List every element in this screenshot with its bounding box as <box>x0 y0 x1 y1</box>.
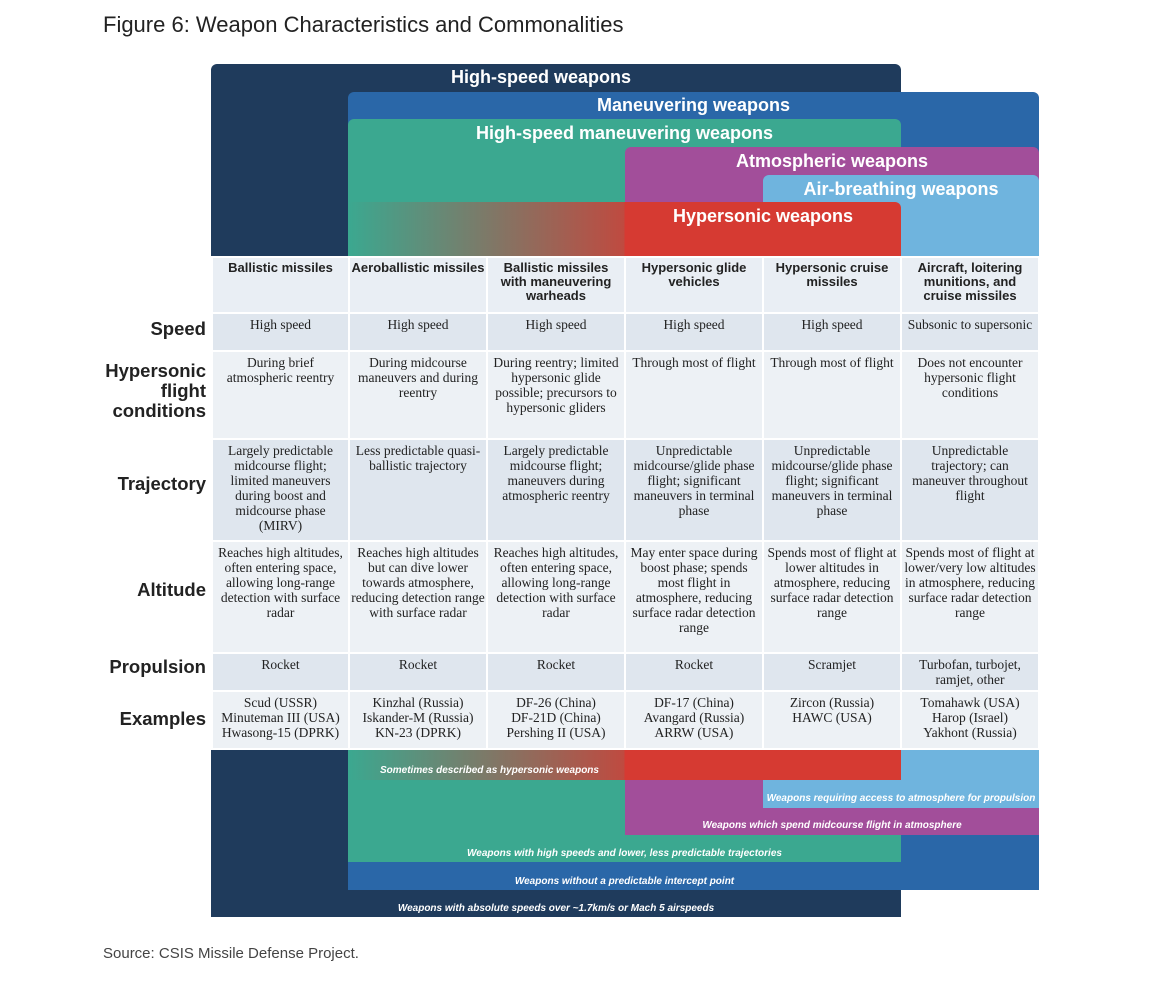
table-cell: During midcourse maneuvers and during re… <box>348 350 488 440</box>
table-cell: Reaches high altitudes, often entering s… <box>486 540 626 654</box>
table-cell: High speed <box>486 312 626 352</box>
band-air-breathing-label: Air-breathing weapons <box>803 179 999 199</box>
table-cell: Zircon (Russia) HAWC (USA) <box>762 690 902 750</box>
column-header: Ballistic missiles <box>211 256 350 314</box>
table-cell: Does not encounter hypersonic flight con… <box>900 350 1040 440</box>
band-atmospheric-label: Atmospheric weapons <box>735 151 929 171</box>
table-cell: Rocket <box>348 652 488 692</box>
column-header: Ballistic missiles with maneuvering warh… <box>486 256 626 314</box>
row-label-propulsion: Propulsion <box>109 656 206 677</box>
table-cell: May enter space during boost phase; spen… <box>624 540 764 654</box>
row-label-trajectory: Trajectory <box>117 473 206 494</box>
table-row: High speed High speed High speed High sp… <box>211 312 1040 352</box>
row-label-altitude: Altitude <box>137 579 206 600</box>
table-cell: During brief atmospheric reentry <box>211 350 350 440</box>
footnote-high-speed-maneuvering: Weapons with high speeds and lower, less… <box>467 848 782 859</box>
source-note: Source: CSIS Missile Defense Project. <box>103 945 359 962</box>
band-high-speed-maneuvering-label: High-speed maneuvering weapons <box>475 123 774 143</box>
table-cell: Tomahawk (USA) Harop (Israel) Yakhont (R… <box>900 690 1040 750</box>
table-cell: Rocket <box>624 652 764 692</box>
table-cell: High speed <box>624 312 764 352</box>
table-cell: Reaches high altitudes but can dive lowe… <box>348 540 488 654</box>
row-label-examples: Examples <box>119 708 206 729</box>
table-row: Scud (USSR) Minuteman III (USA) Hwasong-… <box>211 690 1040 750</box>
row-label-hypersonic-flight-conditions: Hypersonic flight conditions <box>105 360 206 421</box>
column-header: Aircraft, loitering munitions, and cruis… <box>900 256 1040 314</box>
footnote-atmospheric: Weapons which spend midcourse flight in … <box>702 820 962 831</box>
table-row: During brief atmospheric reentry During … <box>211 350 1040 440</box>
table-cell: Unpredictable midcourse/glide phase flig… <box>624 438 764 542</box>
table-cell: Reaches high altitudes, often entering s… <box>211 540 350 654</box>
table-cell: Spends most of flight at lower altitudes… <box>762 540 902 654</box>
table-cell: High speed <box>211 312 350 352</box>
table-cell: During reentry; limited hypersonic glide… <box>486 350 626 440</box>
table-row: Largely predictable midcourse flight; li… <box>211 438 1040 542</box>
table-cell: High speed <box>762 312 902 352</box>
table-cell: DF-26 (China) DF-21D (China) Pershing II… <box>486 690 626 750</box>
band-hypersonic-label: Hypersonic weapons <box>672 206 854 226</box>
table-cell: Spends most of flight at lower/very low … <box>900 540 1040 654</box>
footnote-air-breathing: Weapons requiring access to atmosphere f… <box>766 793 1036 804</box>
table-cell: Unpredictable trajectory; can maneuver t… <box>900 438 1040 542</box>
table-cell: Unpredictable midcourse/glide phase flig… <box>762 438 902 542</box>
column-header: Hypersonic glide vehicles <box>624 256 764 314</box>
table-cell: Turbofan, turbojet, ramjet, other <box>900 652 1040 692</box>
table-cell: Through most of flight <box>624 350 764 440</box>
band-high-speed-label: High-speed weapons <box>450 67 632 87</box>
table-cell: Rocket <box>211 652 350 692</box>
table-cell: Rocket <box>486 652 626 692</box>
band-maneuvering-label: Maneuvering weapons <box>596 95 791 115</box>
table-cell: Scramjet <box>762 652 902 692</box>
table-cell: Through most of flight <box>762 350 902 440</box>
footnote-hypersonic: Sometimes described as hypersonic weapon… <box>380 765 599 776</box>
table-cell: Subsonic to supersonic <box>900 312 1040 352</box>
table-cell: High speed <box>348 312 488 352</box>
table-row: Rocket Rocket Rocket Rocket Scramjet Tur… <box>211 652 1040 692</box>
characteristics-table: Ballistic missiles Aeroballistic missile… <box>211 256 1040 750</box>
table-cell: DF-17 (China) Avangard (Russia) ARRW (US… <box>624 690 764 750</box>
footnote-maneuvering: Weapons without a predictable intercept … <box>514 876 735 887</box>
footnote-high-speed: Weapons with absolute speeds over ~1.7km… <box>397 903 715 914</box>
table-cell: Less predictable quasi-ballistic traject… <box>348 438 488 542</box>
column-header: Hypersonic cruise missiles <box>762 256 902 314</box>
table-header-row: Ballistic missiles Aeroballistic missile… <box>211 256 1040 314</box>
column-header: Aeroballistic missiles <box>348 256 488 314</box>
row-label-speed: Speed <box>150 318 206 339</box>
figure-title: Figure 6: Weapon Characteristics and Com… <box>103 12 624 37</box>
table-cell: Scud (USSR) Minuteman III (USA) Hwasong-… <box>211 690 350 750</box>
table-cell: Kinzhal (Russia) Iskander-M (Russia) KN-… <box>348 690 488 750</box>
table-row: Reaches high altitudes, often entering s… <box>211 540 1040 654</box>
table-cell: Largely predictable midcourse flight; li… <box>211 438 350 542</box>
table-cell: Largely predictable midcourse flight; ma… <box>486 438 626 542</box>
